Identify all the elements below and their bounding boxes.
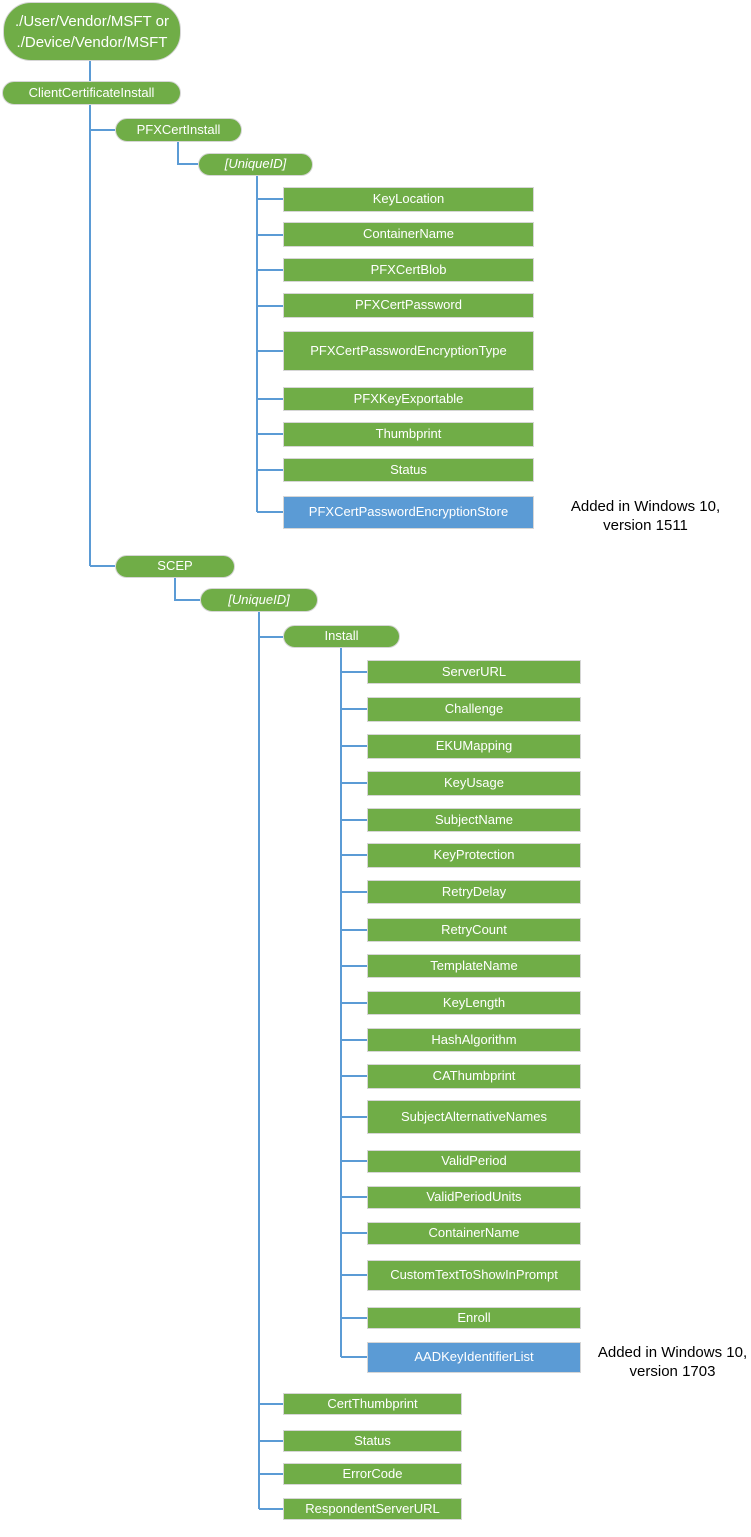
node-status-scep: Status <box>283 1430 462 1452</box>
node-certthumbprint: CertThumbprint <box>283 1393 462 1415</box>
connector-pfxcertinstall-to-uniqueid <box>177 142 198 165</box>
node-ekumapping: EKUMapping <box>367 734 581 759</box>
node-pfxcertpassword: PFXCertPassword <box>283 293 534 318</box>
node-templatename: TemplateName <box>367 954 581 978</box>
node-errorcode: ErrorCode <box>283 1463 462 1485</box>
node-subjectalternativenames: SubjectAlternativeNames <box>367 1100 581 1134</box>
node-root-path: ./User/Vendor/MSFT or ./Device/Vendor/MS… <box>3 2 181 61</box>
node-hashalgorithm: HashAlgorithm <box>367 1028 581 1052</box>
node-cathumbprint: CAThumbprint <box>367 1064 581 1089</box>
node-pfxcertpasswordencryptionstore: PFXCertPasswordEncryptionStore <box>283 496 534 529</box>
node-clientcertificateinstall: ClientCertificateInstall <box>2 81 181 105</box>
node-status-pfx: Status <box>283 458 534 482</box>
connector-pfx-uniqueid-children <box>256 176 283 513</box>
node-serverurl: ServerURL <box>367 660 581 684</box>
node-validperiod: ValidPeriod <box>367 1150 581 1173</box>
connector-scep-to-uniqueid <box>174 578 200 601</box>
annotation-windows10-1511: Added in Windows 10, version 1511 <box>570 498 721 534</box>
node-validperiodunits: ValidPeriodUnits <box>367 1186 581 1209</box>
node-keylength: KeyLength <box>367 991 581 1015</box>
node-scep-uniqueid: [UniqueID] <box>200 588 318 612</box>
node-respondentserverurl: RespondentServerURL <box>283 1498 462 1520</box>
node-containername-scep: ContainerName <box>367 1222 581 1245</box>
annotation-windows10-1703: Added in Windows 10, version 1703 <box>597 1344 748 1380</box>
node-challenge: Challenge <box>367 697 581 722</box>
node-customtexttoshowinprompt: CustomTextToShowInPrompt <box>367 1260 581 1291</box>
node-retrydelay: RetryDelay <box>367 880 581 904</box>
connector-clientcertificateinstall-children <box>89 105 115 567</box>
node-thumbprint: Thumbprint <box>283 422 534 447</box>
node-pfxcertinstall: PFXCertInstall <box>115 118 242 142</box>
node-install: Install <box>283 625 400 648</box>
node-subjectname: SubjectName <box>367 808 581 832</box>
node-pfx-uniqueid: [UniqueID] <box>198 153 313 176</box>
node-keylocation: KeyLocation <box>283 187 534 212</box>
connector-install-children <box>340 648 367 1358</box>
node-keyprotection: KeyProtection <box>367 843 581 868</box>
node-keyusage: KeyUsage <box>367 771 581 796</box>
node-aadkeyidentifierlist: AADKeyIdentifierList <box>367 1342 581 1373</box>
node-retrycount: RetryCount <box>367 918 581 942</box>
node-scep: SCEP <box>115 555 235 578</box>
node-pfxkeyexportable: PFXKeyExportable <box>283 387 534 411</box>
node-pfxcertblob: PFXCertBlob <box>283 258 534 282</box>
node-enroll: Enroll <box>367 1307 581 1329</box>
connector-scep-uniqueid-children <box>258 612 283 1510</box>
node-containername: ContainerName <box>283 222 534 247</box>
node-pfxcertpasswordencryptiontype: PFXCertPasswordEncryptionType <box>283 331 534 371</box>
